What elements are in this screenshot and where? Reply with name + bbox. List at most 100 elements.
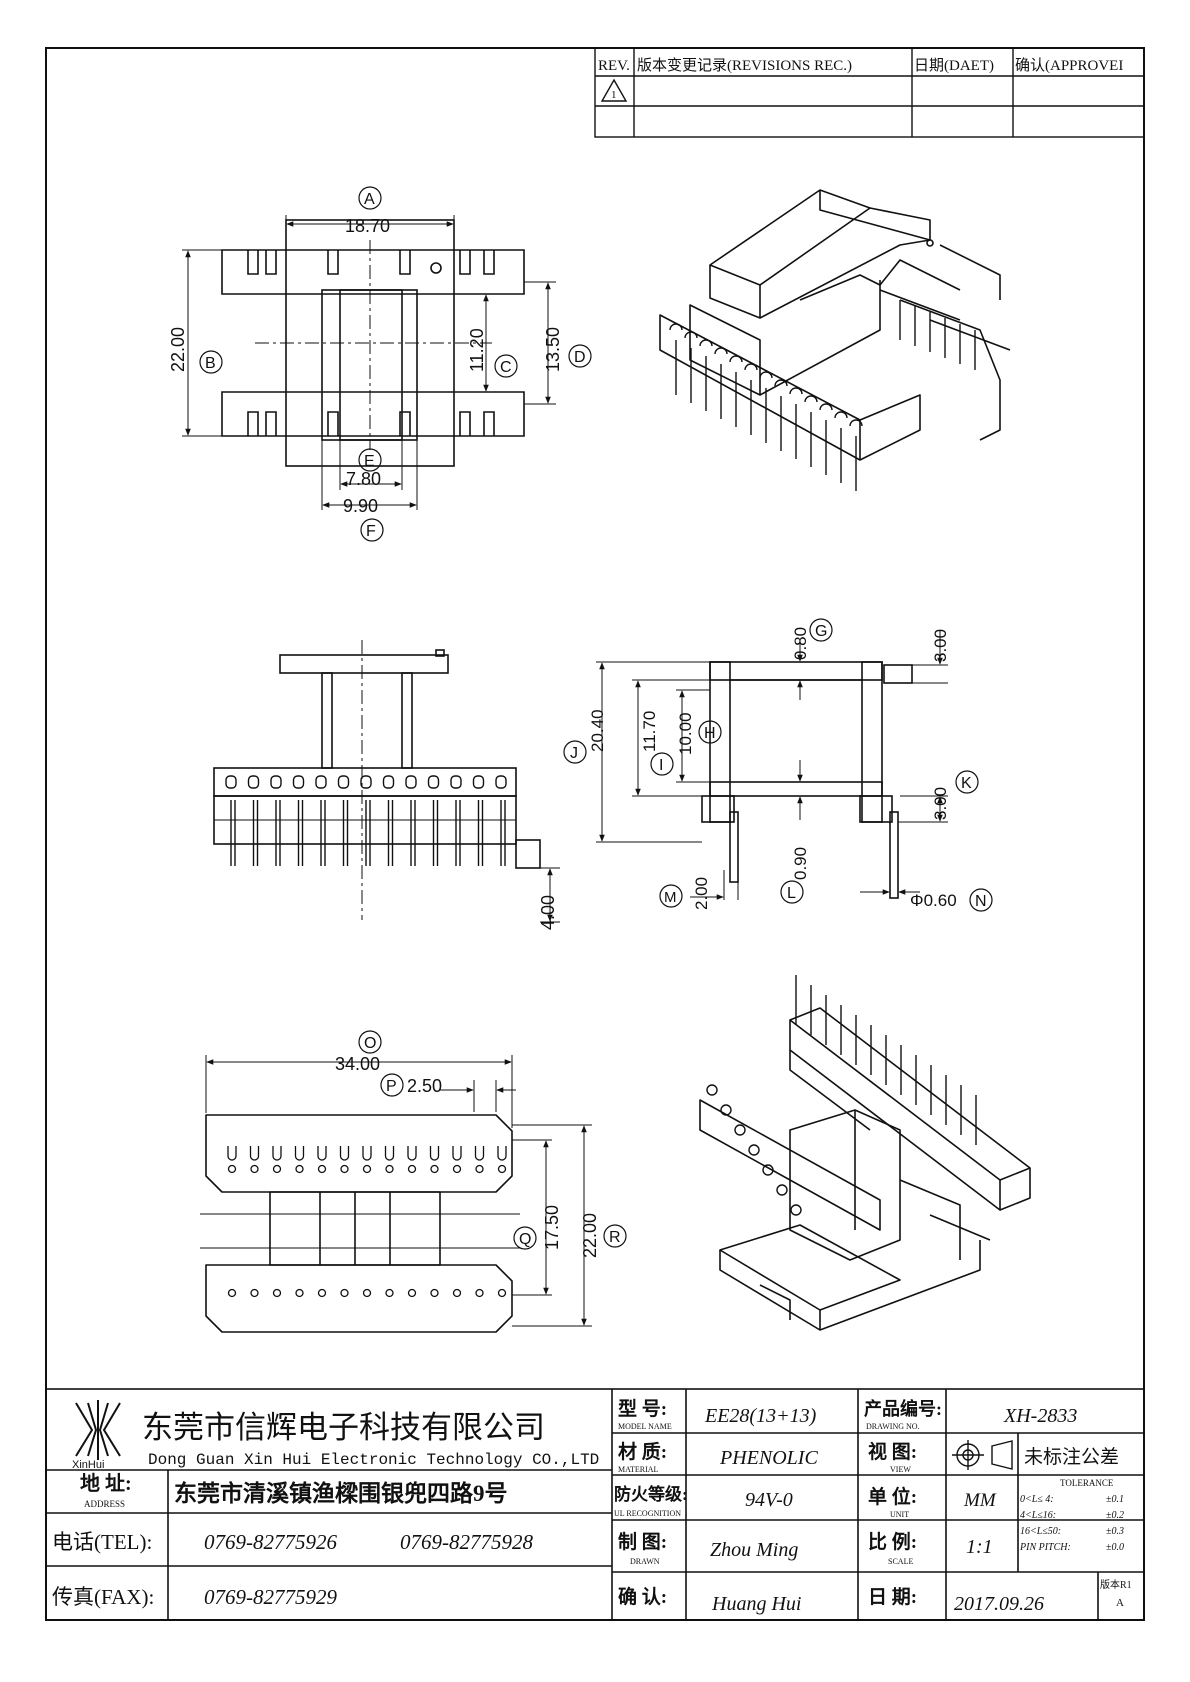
dim-j-label: J bbox=[570, 745, 578, 762]
dim-c-value: 11.20 bbox=[467, 328, 487, 372]
dim-o-label: O bbox=[364, 1035, 376, 1052]
drawn-label: 制 图: bbox=[618, 1530, 667, 1553]
ul-label-en: UL RECOGNITION bbox=[614, 1509, 681, 1518]
fax-number: 0769-82775929 bbox=[204, 1585, 337, 1609]
dim-f-value: 9.90 bbox=[343, 496, 378, 516]
dim-b-value: 22.00 bbox=[168, 327, 188, 372]
dim-l-label: L bbox=[787, 885, 796, 902]
side-view bbox=[596, 630, 948, 900]
pin-hole bbox=[452, 1146, 462, 1161]
date-value: 2017.09.26 bbox=[954, 1593, 1044, 1615]
pin-slot bbox=[472, 775, 485, 789]
tol-range-3: 16<L≤50: bbox=[1020, 1526, 1061, 1537]
pin-slot bbox=[225, 775, 237, 789]
pin-slot bbox=[292, 775, 305, 789]
pin-hole bbox=[385, 1288, 394, 1298]
pin-slot bbox=[495, 775, 507, 789]
dim-d-value: 13.50 bbox=[543, 327, 563, 372]
company-name-cn: 东莞市信辉电子科技有限公司 bbox=[142, 1410, 545, 1445]
pin-hole bbox=[227, 1288, 237, 1298]
top-view bbox=[182, 215, 556, 510]
dim-p-value: 2.50 bbox=[407, 1076, 442, 1096]
tol-value-3: ±0.3 bbox=[1106, 1526, 1124, 1537]
pin-hole bbox=[407, 1288, 417, 1298]
pin bbox=[804, 395, 818, 403]
dim-m-value: 2.00 bbox=[692, 877, 711, 910]
pin bbox=[759, 371, 773, 379]
pin-hole bbox=[452, 1288, 462, 1298]
isometric-view-top bbox=[659, 189, 1011, 461]
dim-c-label: C bbox=[500, 359, 512, 376]
revision-approve-header: 确认(APPROVEI bbox=[1015, 57, 1123, 74]
tel-number-1: 0769-82775926 bbox=[204, 1530, 337, 1554]
version-label: 版本R1 bbox=[1100, 1578, 1132, 1591]
projection-symbol-icon bbox=[952, 1440, 1013, 1470]
pin bbox=[748, 1144, 760, 1156]
scale-label-en: SCALE bbox=[888, 1557, 913, 1566]
dim-r-value: 22.00 bbox=[580, 1213, 600, 1258]
tol-value-4: ±0.0 bbox=[1106, 1542, 1124, 1553]
dim-a-value: 18.70 bbox=[345, 216, 390, 236]
tol-range-1: 0<L≤ 4: bbox=[1020, 1494, 1054, 1505]
isometric-view-bottom bbox=[699, 1007, 1031, 1331]
model-value: EE28(13+13) bbox=[704, 1405, 817, 1427]
rev-header: REV. bbox=[598, 58, 630, 74]
pin-slot bbox=[450, 775, 462, 789]
pin-slot bbox=[427, 775, 440, 789]
pin-hole bbox=[429, 1146, 440, 1161]
pin bbox=[729, 355, 743, 363]
revision-triangle-symbol: 1 bbox=[611, 89, 617, 101]
material-value: PHENOLIC bbox=[719, 1447, 818, 1469]
version-value: A bbox=[1116, 1597, 1124, 1609]
view-label-en: VIEW bbox=[890, 1465, 911, 1474]
pin-slot bbox=[315, 775, 327, 789]
pin bbox=[669, 323, 683, 331]
pin-hole bbox=[295, 1288, 304, 1298]
pin-hole bbox=[385, 1164, 394, 1174]
pin-hole bbox=[362, 1164, 372, 1174]
company-address: 东莞市清溪镇渔樑围银兜四路9号 bbox=[174, 1480, 508, 1506]
pin-hole bbox=[294, 1146, 305, 1161]
pin bbox=[834, 411, 848, 419]
bottom-view bbox=[200, 1055, 592, 1333]
dim-k-top-value: 3.00 bbox=[931, 629, 950, 662]
pin-slot bbox=[247, 775, 260, 789]
pin-hole bbox=[317, 1164, 327, 1174]
pin-hole bbox=[295, 1164, 304, 1174]
pin-hole bbox=[272, 1288, 282, 1298]
revision-date-header: 日期(DAET) bbox=[914, 57, 994, 74]
company-name-en: Dong Guan Xin Hui Electronic Technology … bbox=[148, 1451, 599, 1469]
pin-hole bbox=[475, 1164, 484, 1174]
pin bbox=[776, 1184, 788, 1196]
dim-a-label: A bbox=[364, 191, 375, 208]
tol-range-4: PIN PITCH: bbox=[1019, 1542, 1071, 1553]
pin-hole bbox=[452, 1164, 462, 1174]
dim-e-label: E bbox=[364, 453, 375, 470]
pin-slot bbox=[382, 775, 395, 789]
isometric-pins-top bbox=[669, 300, 976, 491]
pin-hole bbox=[340, 1164, 349, 1174]
dim-i-label: I bbox=[659, 757, 663, 774]
confirm-label: 确 认: bbox=[618, 1585, 667, 1608]
tolerance-label: 未标注公差 bbox=[1024, 1446, 1119, 1468]
confirm-value: Huang Hui bbox=[711, 1593, 801, 1615]
tol-value-1: ±0.1 bbox=[1106, 1494, 1124, 1505]
pin-hole bbox=[362, 1146, 372, 1161]
pin-hole bbox=[362, 1288, 372, 1298]
pin bbox=[684, 331, 698, 339]
side-view-labels: 20.40 J 11.70 I 10.00 H 0.80 G 0.90 L 3.… bbox=[563, 618, 993, 912]
pin-hole bbox=[430, 1288, 439, 1298]
dim-h-label: H bbox=[704, 725, 716, 742]
ul-value: 94V-0 bbox=[745, 1489, 793, 1511]
pin bbox=[789, 387, 803, 395]
pin bbox=[744, 363, 758, 371]
address-label-en: ADDRESS bbox=[84, 1499, 125, 1509]
pin-hole bbox=[227, 1146, 237, 1161]
drawing-no-value: XH-2833 bbox=[1003, 1405, 1077, 1427]
ul-label: 防火等级: bbox=[614, 1484, 688, 1504]
dim-o-value: 34.00 bbox=[335, 1054, 380, 1074]
pin-length-value: 4.00 bbox=[538, 895, 558, 930]
top-view-labels: A 18.70 22.00 B 11.20 C 13.50 D E 7.80 9… bbox=[168, 186, 592, 542]
pin bbox=[714, 347, 728, 355]
